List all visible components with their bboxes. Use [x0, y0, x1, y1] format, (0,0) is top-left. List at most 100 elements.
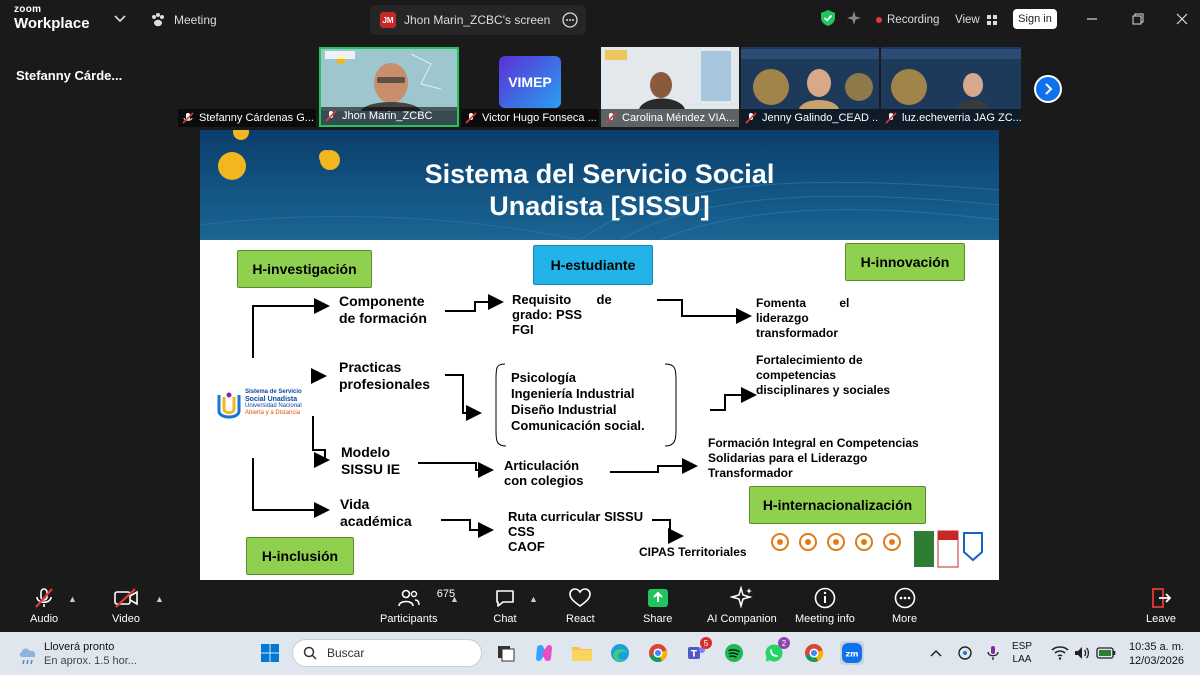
wifi-icon [1051, 646, 1069, 660]
shared-screen-slide: Sistema del Servicio Social Unadista [SI… [200, 130, 999, 580]
weather-subtitle: En aprox. 1.5 hor... [44, 655, 137, 667]
video-button[interactable]: Video [112, 586, 140, 625]
whatsapp-icon [765, 644, 783, 662]
language-code: ESP [1012, 641, 1033, 652]
restore-icon[interactable] [1128, 9, 1148, 29]
edge-browser-button[interactable] [608, 641, 632, 665]
mic-muted-icon [885, 112, 897, 124]
clock-date: 12/03/2026 [1128, 655, 1184, 667]
rain-cloud-icon [19, 648, 36, 665]
tray-mic-button[interactable] [984, 641, 1002, 665]
sissu-logo: Sistema de Servicio Social Unadista Univ… [215, 387, 305, 431]
mic-muted-icon [325, 110, 337, 122]
teams-button[interactable]: T 5 [684, 637, 712, 665]
video-off-icon [114, 588, 138, 608]
tray-security-button[interactable] [956, 641, 974, 665]
video-label: Video [112, 613, 140, 625]
meeting-info-button[interactable]: Meeting info [795, 586, 855, 625]
participants-icon [397, 589, 420, 607]
mic-muted-icon [35, 588, 53, 608]
decorative-dot [218, 152, 246, 180]
brand-top: zoom [14, 4, 42, 15]
ai-companion-button[interactable]: AI Companion [707, 586, 777, 625]
participants-options-caret-icon[interactable]: ▲ [450, 594, 459, 604]
security-icon [958, 646, 972, 660]
next-page-button[interactable] [1034, 75, 1062, 103]
shield-check-icon[interactable] [818, 8, 838, 28]
participant-tile[interactable]: VIMEP Victor Hugo Fonseca ... [461, 47, 599, 127]
tab-meeting[interactable]: Meeting [150, 5, 217, 35]
tray-overflow-button[interactable] [928, 641, 944, 665]
vimep-label: VIMEP [508, 74, 552, 90]
participant-video [881, 47, 1021, 109]
participant-tile[interactable]: luz.echeverria JAG ZC... [881, 47, 1021, 127]
participant-tile[interactable]: Stefanny Cárdenas G... [178, 47, 316, 127]
grid-view-icon [986, 15, 997, 25]
ai-sparkle-icon[interactable] [844, 8, 864, 28]
minimize-icon[interactable] [1082, 9, 1102, 29]
participant-tile-active-speaker[interactable]: Jhon Marin_ZCBC [319, 47, 459, 127]
audio-button[interactable]: Audio [30, 586, 58, 625]
taskbar-search-input[interactable]: Buscar [292, 639, 482, 667]
recording-indicator[interactable]: Recording [876, 5, 939, 35]
audio-options-caret-icon[interactable]: ▲ [68, 594, 77, 604]
task-view-button[interactable] [494, 641, 518, 665]
participant-video [741, 47, 879, 109]
search-icon [303, 646, 317, 660]
chat-label: Chat [493, 613, 517, 625]
video-options-caret-icon[interactable]: ▲ [155, 594, 164, 604]
chrome-button[interactable] [802, 641, 826, 665]
slide-header-pattern [200, 181, 999, 240]
file-explorer-button[interactable] [570, 641, 594, 665]
windows-logo-icon [261, 644, 279, 662]
text-articulacion: Articulación con colegios [504, 458, 584, 488]
participant-strip: Stefanny Cárde... Stefanny Cárdenas G...… [0, 38, 1200, 128]
participant-name: Stefanny Cárdenas G... [199, 112, 314, 124]
participant-name-bar: Stefanny Cárdenas G... [178, 109, 316, 127]
react-button[interactable]: React [566, 586, 595, 625]
close-icon[interactable] [1172, 9, 1192, 29]
mic-muted-icon [605, 112, 617, 124]
clock-time: 10:35 a. m. [1128, 641, 1184, 653]
participant-tile[interactable]: Carolina Méndez VIA... [601, 47, 739, 127]
chat-button[interactable]: Chat [493, 586, 517, 625]
tab-shared-screen[interactable]: JM Jhon Marin_ZCBC's screen [370, 5, 586, 35]
tray-volume-button[interactable] [1072, 641, 1092, 665]
windows-start-button[interactable] [258, 641, 282, 665]
taskbar-clock[interactable]: 10:35 a. m. 12/03/2026 [1124, 640, 1184, 668]
sissu-logo-mark-icon [217, 392, 241, 419]
volume-icon [1075, 647, 1090, 659]
box-h-innovacion: H-innovación [845, 243, 965, 281]
spotify-icon [725, 644, 743, 662]
spotify-button[interactable] [722, 641, 746, 665]
share-button[interactable]: Share [643, 586, 672, 625]
participant-video [601, 47, 739, 109]
chevron-up-icon [930, 649, 942, 657]
sissu-logo-line1: Sistema de Servicio [245, 389, 302, 395]
text-formacion-integral: Formación Integral en Competencias Solid… [708, 436, 919, 480]
view-menu[interactable]: View [955, 5, 998, 35]
chevron-right-icon [1045, 83, 1053, 95]
text-ruta-curricular: Ruta curricular SISSU CSS CAOF [508, 509, 644, 554]
chevron-down-icon[interactable] [110, 9, 130, 29]
more-button[interactable]: More [892, 586, 917, 625]
copilot-button[interactable] [532, 641, 556, 665]
participants-button[interactable]: 675 Participants [380, 586, 455, 625]
participant-tile[interactable]: Jenny Galindo_CEAD ... [741, 47, 879, 127]
whatsapp-button[interactable]: 2 [762, 637, 790, 665]
chat-options-caret-icon[interactable]: ▲ [529, 594, 538, 604]
weather-widget[interactable]: Lloverá pronto En aprox. 1.5 hor... [12, 639, 182, 669]
brand-bottom: Workplace [14, 15, 90, 32]
participant-name: Victor Hugo Fonseca ... [482, 112, 597, 124]
leave-button[interactable]: Leave [1146, 586, 1176, 625]
tray-battery-button[interactable] [1095, 641, 1117, 665]
more-options-icon[interactable] [562, 12, 578, 28]
chrome-profile-button[interactable] [646, 641, 670, 665]
certification-seals-icon [771, 530, 983, 568]
recording-dot-icon [876, 17, 882, 23]
sign-in-button[interactable]: Sign in [1013, 9, 1057, 29]
decorative-dot [233, 130, 249, 140]
tray-wifi-button[interactable] [1050, 641, 1070, 665]
input-language[interactable]: ESP LAA [1012, 640, 1032, 666]
zoom-taskbar-button[interactable]: zm [840, 641, 864, 665]
